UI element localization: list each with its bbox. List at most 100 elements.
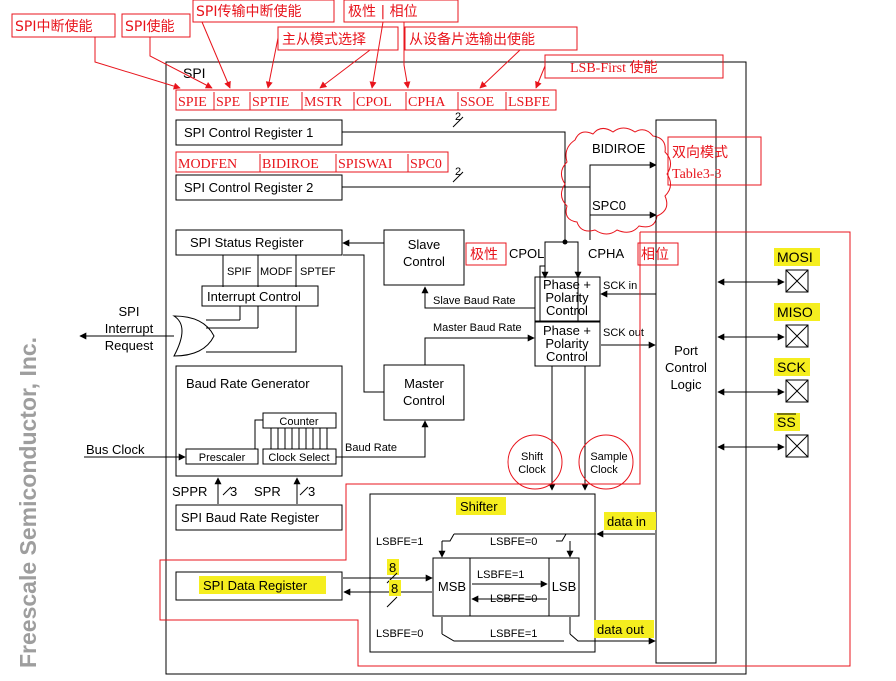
pin-miso-label: MISO (777, 304, 813, 320)
width-top-highlight (387, 559, 399, 575)
data-out-highlight (594, 620, 654, 638)
ctrl-reg1-bus-width: 2 (455, 111, 461, 123)
bit-lsbfe: LSBFE (508, 95, 550, 110)
lsbfe1-top: LSBFE=1 (376, 536, 423, 548)
bit-spe: SPE (216, 95, 240, 110)
data-out-label: data out (597, 622, 644, 637)
red-path-outline (159, 231, 851, 667)
baud-gen-title: Baud Rate Generator (186, 376, 310, 391)
interrupt-control-box (201, 285, 319, 307)
msb-label: MSB (438, 579, 466, 594)
counter-label: Counter (279, 416, 318, 428)
lsbfe1-mid: LSBFE=1 (477, 569, 524, 581)
sppr-width: 3 (230, 484, 237, 499)
ctrl-reg1-bus (342, 131, 566, 240)
bidiroe-label: BIDIROE (592, 141, 646, 156)
baud-reg-box (175, 504, 343, 531)
bit2-modfen: MODFEN (178, 157, 237, 172)
shift-clock-1: Shift (521, 451, 543, 463)
sample-clock-circle (578, 434, 634, 490)
bit-ssoe: SSOE (460, 95, 494, 110)
sample-clock-2: Clock (590, 464, 618, 476)
ann-table-ref: Table3-3 (672, 167, 722, 182)
pp1-line3: Control (546, 303, 588, 318)
master-baud-rate-label: Master Baud Rate (433, 322, 522, 334)
sppr-label: SPPR (172, 484, 207, 499)
slave-control-box (383, 229, 465, 286)
slave-control-label-1: Slave (408, 237, 441, 252)
interrupt-request-3: Request (105, 338, 154, 353)
side-watermark: Freescale Semiconductor, Inc. (15, 337, 41, 668)
pin-miso-cross (785, 324, 809, 348)
interrupt-control-label: Interrupt Control (207, 289, 301, 304)
sptef-label: SPTEF (300, 266, 336, 278)
ann-bidir-mode: 双向模式 (672, 145, 728, 161)
ann-lsb-first: LSB-First 使能 (570, 59, 658, 76)
bit2-spc0: SPC0 (410, 157, 442, 172)
pin-mosi-pad (785, 269, 809, 293)
interrupt-request-1: SPI (119, 304, 140, 319)
bus-clock-label: Bus Clock (86, 442, 145, 457)
ctrl-reg1-bits-frame (175, 89, 557, 111)
pp2-line1: Phase + (543, 323, 591, 338)
bidir-cloud (561, 127, 671, 235)
cpha-label: CPHA (588, 246, 624, 261)
pin-ss-pad (785, 434, 809, 458)
baud-reg-label: SPI Baud Rate Register (181, 510, 320, 525)
ann-spi-tx-int-en: SPI传输中断使能 (196, 3, 301, 20)
prescaler-label: Prescaler (199, 452, 246, 464)
pp2-line2: Polarity (545, 336, 589, 351)
pin-mosi-label: MOSI (777, 249, 813, 265)
ann-slave-select: 从设备片选输出使能 (409, 31, 535, 48)
ctrl-reg1-label: SPI Control Register 1 (184, 125, 313, 140)
lsb-label: LSB (552, 579, 577, 594)
sck-in-label: SCK in (603, 280, 637, 292)
cpol-label: CPOL (509, 246, 544, 261)
clock-select-label: Clock Select (268, 452, 329, 464)
width-top: 8 (389, 560, 396, 575)
master-control-label-1: Master (404, 376, 444, 391)
shifter-title: Shifter (460, 499, 498, 514)
spi-title: SPI (183, 65, 206, 81)
prescaler-box (185, 448, 259, 465)
bit-cpha: CPHA (408, 95, 446, 110)
phase-polarity-slave-box (534, 276, 601, 322)
ctrl-reg2-bus (342, 186, 591, 240)
pin-sck-label: SCK (777, 359, 806, 375)
shifter-title-highlight (456, 497, 506, 515)
sample-clock-1: Sample (590, 451, 627, 463)
status-reg-label: SPI Status Register (190, 235, 304, 250)
bit-mstr: MSTR (304, 95, 343, 110)
ann-spi-en: SPI使能 (125, 18, 174, 35)
spr-label: SPR (254, 484, 281, 499)
pin-ss-cross (785, 434, 809, 458)
master-control-label-2: Control (403, 393, 445, 408)
ann-polarity-phase: 极性 | 相位 (348, 4, 418, 20)
ann-master-slave: 主从模式选择 (282, 32, 366, 48)
bit2-bidiroe: BIDIROE (262, 157, 319, 172)
or-gate (172, 315, 215, 357)
shifter-box (369, 493, 596, 653)
ann-phase: 相位 (641, 247, 669, 263)
ctrl-reg2-label: SPI Control Register 2 (184, 180, 313, 195)
data-in-label: data in (607, 514, 646, 529)
interrupt-request-2: Interrupt (105, 321, 154, 336)
port-control-label-3: Logic (670, 377, 702, 392)
bit-cpol: CPOL (356, 95, 392, 110)
data-reg-box (175, 571, 343, 601)
pin-sck-cross (785, 379, 809, 403)
data-reg-label: SPI Data Register (203, 578, 308, 593)
sck-out-label: SCK out (603, 327, 644, 339)
spc0-label: SPC0 (592, 198, 626, 213)
bit-spie: SPIE (178, 95, 207, 110)
pin-sck-pad (785, 379, 809, 403)
pin-mosi-highlight (774, 248, 820, 266)
port-control-label-1: Port (674, 343, 698, 358)
bit-sptie: SPTIE (252, 95, 289, 110)
pin-mosi-cross (785, 269, 809, 293)
width-bot: 8 (391, 581, 398, 596)
pin-sck-highlight (774, 358, 810, 376)
lsbfe0-top: LSBFE=0 (490, 536, 537, 548)
pin-ss-label: SS (777, 414, 796, 430)
